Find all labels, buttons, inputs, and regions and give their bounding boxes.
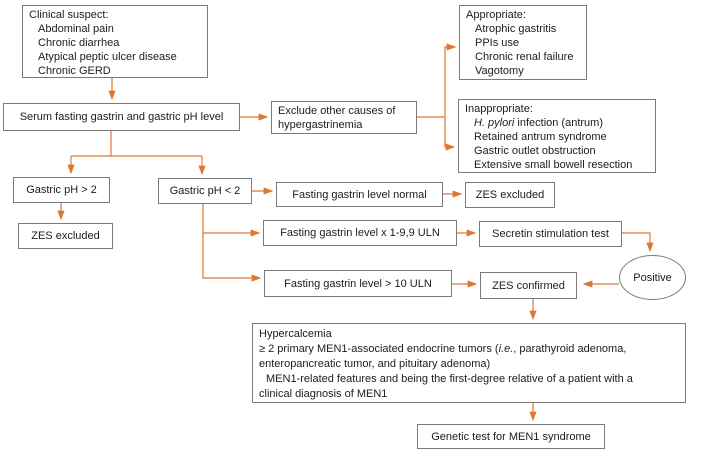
criteria-text: , parathyroid adenoma, — [513, 343, 627, 355]
list-item: Retained antrum syndrome — [474, 131, 607, 143]
criteria-text: ≥ 2 primary MEN1-associated endocrine tu… — [259, 343, 499, 355]
list-item: Atypical peptic ulcer disease — [38, 51, 177, 63]
node-zes-excluded-left: ZES excluded — [18, 223, 113, 249]
node-fasting-gastrin-normal: Fasting gastrin level normal — [276, 182, 443, 207]
node-label: Exclude other causes of — [278, 105, 396, 117]
node-genetic-test-men1: Genetic test for MEN1 syndrome — [417, 424, 605, 449]
node-label: Fasting gastrin level > 10 ULN — [284, 277, 432, 290]
list-item: Chronic GERD — [38, 65, 111, 77]
node-secretin-stimulation-test: Secretin stimulation test — [479, 221, 622, 247]
node-label: Fasting gastrin level x 1-9,9 ULN — [280, 227, 440, 239]
node-appropriate-causes: Appropriate: Atrophic gastritis PPIs use… — [459, 5, 587, 80]
list-item: Atrophic gastritis — [475, 23, 557, 35]
hpylori-italic: H. pylori — [474, 117, 515, 129]
node-inappropriate-causes: Inappropriate: H. pylori infection (antr… — [458, 99, 656, 173]
criteria-line: ≥ 2 primary MEN1-associated endocrine tu… — [259, 342, 679, 357]
node-fasting-gastrin-1-99-uln: Fasting gastrin level x 1-9,9 ULN — [263, 220, 457, 246]
criteria-line: clinical diagnosis of MEN1 — [259, 388, 388, 400]
node-clinical-suspect: Clinical suspect: Abdominal pain Chronic… — [22, 5, 208, 78]
node-men1-criteria: Hypercalcemia ≥ 2 primary MEN1-associate… — [252, 323, 686, 403]
node-label: ZES excluded — [475, 189, 545, 201]
list-item: Gastric outlet obstruction — [474, 145, 596, 157]
node-zes-excluded-right: ZES excluded — [465, 182, 555, 208]
node-gastric-ph-above-2: Gastric pH > 2 — [13, 177, 110, 203]
node-serum-fasting-gastrin: Serum fasting gastrin and gastric pH lev… — [3, 103, 240, 131]
criteria-line: Hypercalcemia — [259, 328, 332, 340]
list-item: Chronic renal failure — [475, 51, 574, 63]
list-item: Extensive small bowell resection — [474, 159, 633, 171]
list-item: Vagotomy — [475, 65, 524, 77]
ie-italic: i.e. — [498, 343, 514, 355]
criteria-line: enteropancreatic tumor, and pituitary ad… — [259, 358, 491, 370]
node-label: hypergastrinemia — [278, 119, 363, 131]
criteria-line: MEN1-related features and being the firs… — [266, 373, 633, 385]
node-title: Appropriate: — [466, 9, 526, 21]
node-gastric-ph-below-2: Gastric pH < 2 — [158, 178, 252, 204]
node-positive-result: Positive — [619, 255, 686, 300]
list-item: PPIs use — [475, 37, 520, 49]
node-label: Gastric pH < 2 — [169, 185, 241, 197]
node-label: Secretin stimulation test — [492, 228, 609, 240]
list-item: Abdominal pain — [38, 23, 114, 35]
node-label: Gastric pH > 2 — [26, 184, 97, 196]
node-label: ZES confirmed — [492, 279, 565, 292]
hpylori-rest: infection (antrum) — [514, 117, 603, 129]
node-label: ZES excluded — [31, 230, 100, 242]
node-label: Serum fasting gastrin and gastric pH lev… — [19, 111, 224, 123]
node-fasting-gastrin-above-10-uln: Fasting gastrin level > 10 ULN — [264, 270, 452, 297]
node-label: Genetic test for MEN1 syndrome — [431, 430, 591, 443]
node-zes-confirmed: ZES confirmed — [480, 272, 577, 299]
node-title: Clinical suspect: — [29, 9, 109, 21]
node-label: Fasting gastrin level normal — [292, 188, 427, 201]
list-item: Chronic diarrhea — [38, 37, 120, 49]
node-exclude-other-causes: Exclude other causes of hypergastrinemia — [271, 101, 417, 134]
list-item: H. pylori infection (antrum) — [465, 116, 649, 130]
node-label: Positive — [633, 271, 672, 284]
node-title: Inappropriate: — [465, 103, 533, 115]
